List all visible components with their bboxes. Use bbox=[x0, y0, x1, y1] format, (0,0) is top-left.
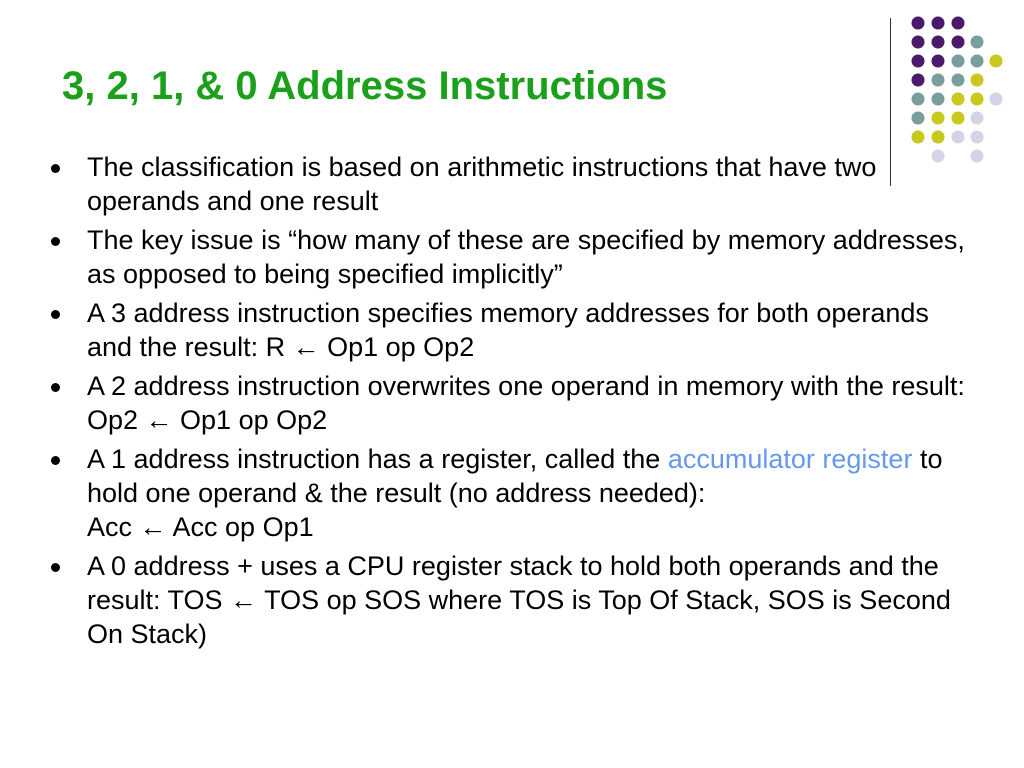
decor-dot bbox=[989, 54, 1003, 68]
decor-dot bbox=[951, 92, 965, 106]
decor-dot bbox=[951, 130, 965, 144]
bullet-text-part: A 1 address instruction has a register, … bbox=[87, 444, 668, 474]
decor-dot bbox=[911, 130, 925, 144]
decor-dot bbox=[970, 92, 984, 106]
decor-dot bbox=[911, 35, 925, 49]
decor-dot bbox=[951, 73, 965, 87]
bullet-dot-icon bbox=[51, 563, 60, 572]
bullet-text: A 3 address instruction specifies memory… bbox=[87, 298, 929, 362]
decor-dot bbox=[951, 35, 965, 49]
decor-dot bbox=[951, 16, 965, 30]
bullet-dot-icon bbox=[51, 164, 60, 173]
bullet-item: A 0 address + uses a CPU register stack … bbox=[48, 549, 978, 651]
decor-dot bbox=[970, 111, 984, 125]
decor-dot bbox=[970, 73, 984, 87]
bullet-dot-icon bbox=[51, 310, 60, 319]
bullet-dot-icon bbox=[51, 383, 60, 392]
decor-dot bbox=[931, 130, 945, 144]
decor-dot bbox=[970, 130, 984, 144]
decor-dot bbox=[951, 111, 965, 125]
decor-dot bbox=[911, 73, 925, 87]
bullet-item: A 2 address instruction overwrites one o… bbox=[48, 369, 978, 437]
decorative-dot-grid bbox=[911, 16, 1003, 163]
decor-dot bbox=[931, 73, 945, 87]
bullet-text: A 0 address + uses a CPU register stack … bbox=[87, 551, 951, 649]
decor-dot bbox=[931, 111, 945, 125]
decor-dot bbox=[911, 111, 925, 125]
decor-dot bbox=[951, 54, 965, 68]
bullet-text: The classification is based on arithmeti… bbox=[87, 152, 877, 216]
decor-dot bbox=[970, 54, 984, 68]
bullet-item: A 1 address instruction has a register, … bbox=[48, 442, 978, 544]
accumulator-register-term: accumulator register bbox=[667, 444, 913, 474]
bullet-text: A 1 address instruction has a register, … bbox=[87, 442, 978, 544]
decor-dot bbox=[931, 35, 945, 49]
bullet-text: The key issue is “how many of these are … bbox=[87, 225, 965, 289]
slide-title: 3, 2, 1, & 0 Address Instructions bbox=[62, 64, 668, 108]
decorative-divider-line bbox=[890, 18, 891, 186]
decor-dot bbox=[911, 16, 925, 30]
decor-dot bbox=[970, 35, 984, 49]
bullet-item: The key issue is “how many of these are … bbox=[48, 223, 978, 291]
decor-dot bbox=[970, 149, 984, 163]
accumulator-formula: Acc ← Acc op Op1 bbox=[87, 512, 314, 542]
bullet-list: The classification is based on arithmeti… bbox=[48, 150, 978, 656]
bullet-dot-icon bbox=[51, 456, 60, 465]
bullet-text-part: to hold one operand & the result (no add… bbox=[87, 444, 943, 508]
bullet-text: A 2 address instruction overwrites one o… bbox=[87, 371, 965, 435]
decor-dot bbox=[931, 149, 945, 163]
bullet-item: A 3 address instruction specifies memory… bbox=[48, 296, 978, 364]
bullet-dot-icon bbox=[51, 237, 60, 246]
decor-dot bbox=[911, 92, 925, 106]
decor-dot bbox=[931, 16, 945, 30]
decor-dot bbox=[931, 92, 945, 106]
decor-dot bbox=[911, 54, 925, 68]
decor-dot bbox=[989, 92, 1003, 106]
bullet-item: The classification is based on arithmeti… bbox=[48, 150, 978, 218]
decor-dot bbox=[931, 54, 945, 68]
